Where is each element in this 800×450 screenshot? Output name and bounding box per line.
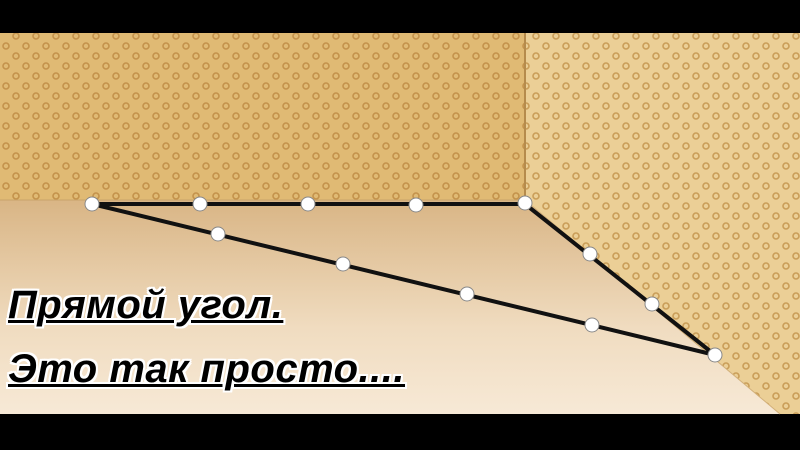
caption-line-2: Это так просто.... [8, 347, 406, 391]
right-wall [525, 33, 800, 414]
knot-marker [408, 197, 424, 213]
bottom-bar [0, 414, 800, 450]
back-wall [0, 33, 525, 200]
knot-markers [84, 195, 723, 363]
knot-marker [192, 196, 208, 212]
knot-marker [459, 286, 475, 302]
knot-marker [300, 196, 316, 212]
knot-marker [582, 246, 598, 262]
knot-marker [84, 196, 100, 212]
top-bar [0, 0, 800, 33]
knot-marker [517, 195, 533, 211]
knot-marker [210, 226, 226, 242]
knot-marker [584, 317, 600, 333]
knot-marker [335, 256, 351, 272]
knot-marker [707, 347, 723, 363]
caption-line-1: Прямой угол. [8, 283, 284, 327]
knot-marker [644, 296, 660, 312]
